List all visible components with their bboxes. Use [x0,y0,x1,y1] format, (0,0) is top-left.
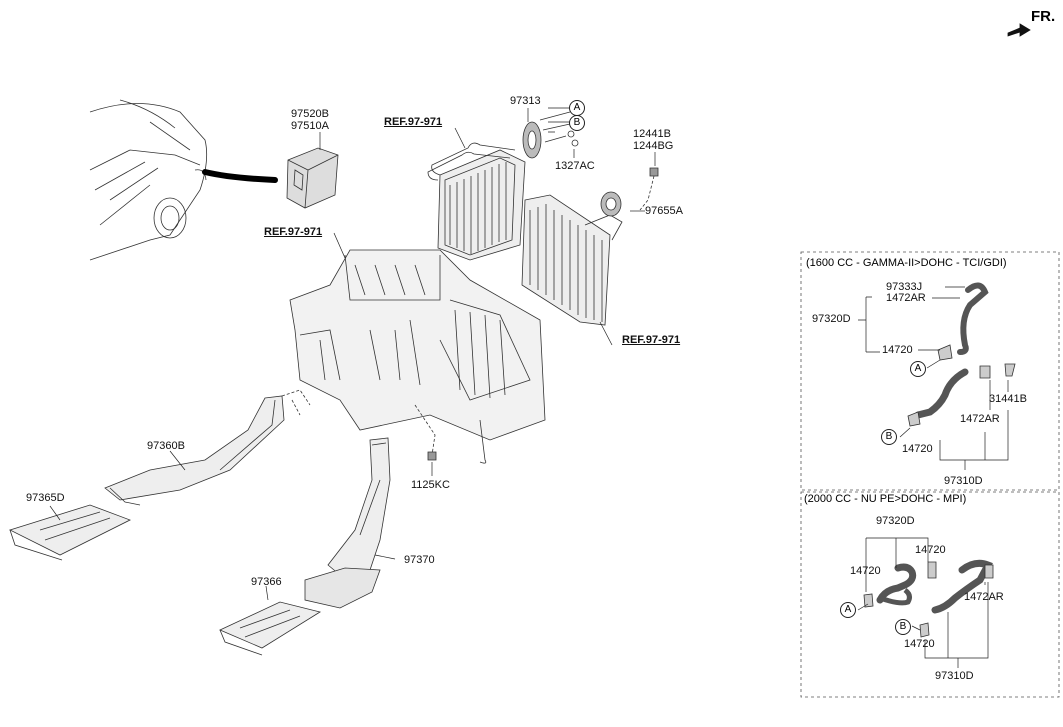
front-arrow-icon [1007,23,1031,37]
label-1125kc: 1125KC [411,479,450,491]
evaporator-core [521,167,659,326]
panel-2000cc-border [800,491,1060,698]
label-97370: 97370 [404,554,435,566]
label-97520b: 97520B [291,108,329,120]
label-97365d: 97365D [26,492,65,504]
p1-marker-a: A [910,361,926,377]
rear-duct-end [8,504,131,561]
p2-marker-b: B [895,619,911,635]
p1-label-14720-a: 14720 [882,344,913,356]
p1-label-97333j: 97333J [886,281,923,293]
vehicle-outline [89,99,208,261]
p2-label-97320d: 97320D [876,515,915,527]
p1-label-31441b: 31441B [989,393,1027,405]
label-97655a: 97655A [645,205,683,217]
p1-label-1472ar: 1472AR [886,292,926,304]
mode-actuator [286,147,339,209]
p1-label-97320d: 97320D [812,313,851,325]
leader-lines [49,107,656,601]
p2-marker-a: A [840,602,856,618]
panel-1600cc-border [800,251,1060,491]
front-duct-end [219,601,322,656]
marker-a-main: A [569,100,585,116]
label-1244bg: 1244BG [633,140,674,152]
p1-label-1472ar-2: 1472AR [960,413,1000,425]
label-97313: 97313 [510,95,541,107]
ref-label-case[interactable]: REF.97-971 [264,226,323,238]
ref-label-heater[interactable]: REF.97-971 [384,116,443,128]
marker-b-main: B [569,115,585,131]
screw-1125kc [427,451,437,461]
p2-label-14720-a: 14720 [915,544,946,556]
front-duct [304,437,391,609]
case-screw-guide [414,404,436,456]
heater-core [427,142,526,261]
panel-2000cc-leaders [857,537,989,668]
panel-1600cc-hoses [907,282,1016,427]
front-label: FR. [1031,8,1056,25]
ref-label-evaporator[interactable]: REF.97-971 [622,334,681,346]
label-97510a: 97510A [291,120,329,132]
hvac-case [289,249,546,464]
pipe-seal [522,111,579,159]
label-97360b: 97360B [147,440,185,452]
p1-marker-b: B [881,429,897,445]
panel-2000cc-hoses [863,559,994,638]
rear-duct-guide [281,389,311,416]
p1-label-14720-b: 14720 [902,443,933,455]
label-12441b: 12441B [633,128,671,140]
p2-label-14720-c: 14720 [904,638,935,650]
rear-duct [104,395,285,506]
panel-2000cc-title: (2000 CC - NU PE>DOHC - MPI) [804,493,967,505]
p2-label-1472ar: 1472AR [964,591,1004,603]
p1-label-97310d: 97310D [944,475,983,487]
label-1327ac: 1327AC [555,160,595,172]
panel-1600cc-leaders [858,286,1009,470]
vehicle-pointer [202,169,278,183]
panel-1600cc-title: (1600 CC - GAMMA-II>DOHC - TCI/GDI) [806,257,1007,269]
label-97366: 97366 [251,576,282,588]
p2-label-97310d: 97310D [935,670,974,682]
p2-label-14720-b: 14720 [850,565,881,577]
